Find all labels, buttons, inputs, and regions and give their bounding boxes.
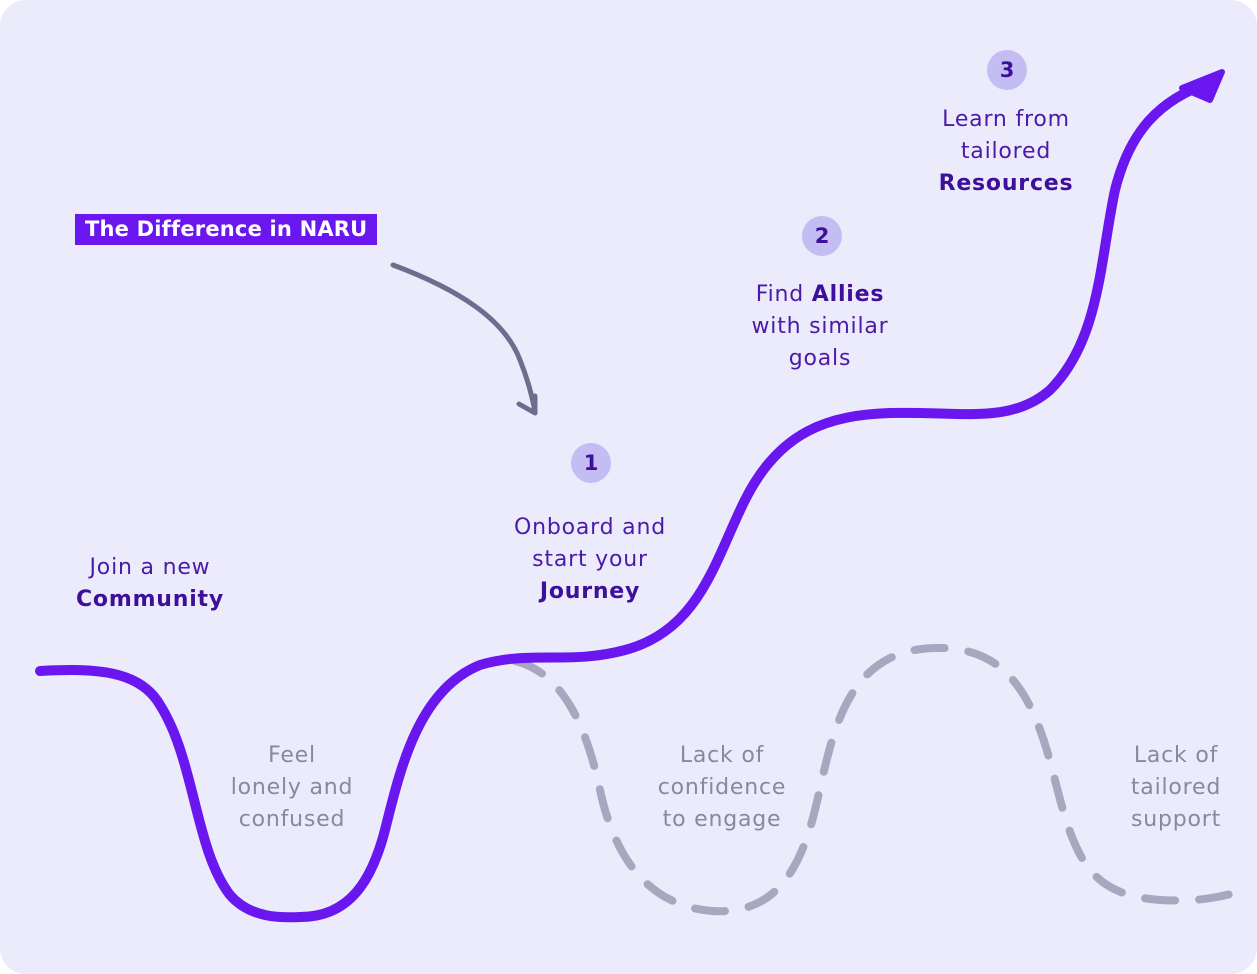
step-1-label: Onboard and start your Journey	[514, 515, 666, 604]
join-community-label: Join a new Community	[75, 555, 225, 612]
arrow-head-icon	[1179, 69, 1225, 103]
pain-point-support: Lack of tailored support	[1130, 743, 1222, 832]
curved-arrow-icon	[390, 262, 538, 416]
join-community-bold: Community	[75, 587, 225, 612]
step-3-badge: 3	[987, 50, 1027, 90]
step-1-bold: Journey	[539, 579, 641, 604]
step-3-label: Learn from tailored Resources	[938, 107, 1074, 196]
title-tag: The Difference in NARU	[75, 214, 378, 245]
step-2-badge: 2	[802, 216, 842, 256]
step-2-label: Find Allies with similar goals	[751, 282, 889, 371]
pain-point-lonely: Feel lonely and confused	[230, 743, 354, 832]
step-1-badge: 1	[571, 443, 611, 483]
dashed-alternative-path	[511, 643, 1239, 916]
solid-journey-path	[35, 77, 1215, 923]
step-3-bold: Resources	[938, 171, 1074, 196]
step-2-bold: Allies	[811, 282, 885, 307]
pain-point-confidence: Lack of confidence to engage	[657, 743, 787, 832]
